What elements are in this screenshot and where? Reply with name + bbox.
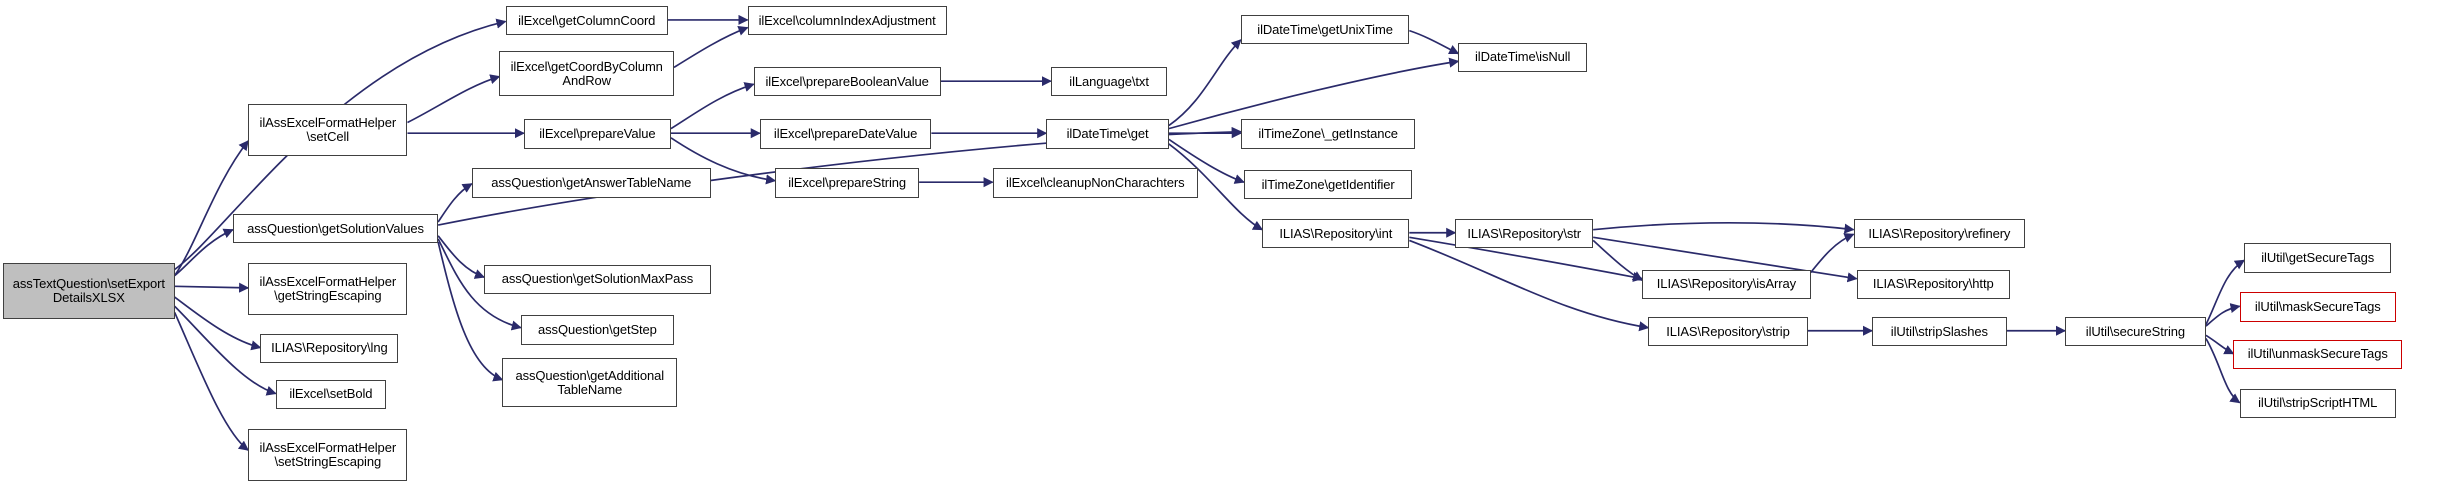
- graph-edge-n0-n3: [174, 282, 250, 293]
- graph-edge-n26-n27: [1592, 239, 1644, 281]
- graph-node-label: ILIAS\Repository\http: [1872, 276, 1994, 292]
- graph-node-label: ilExcel\prepareString: [788, 174, 907, 190]
- graph-node-label: ilTimeZone\_getInstance: [1258, 125, 1398, 141]
- graph-edge-n25-n28: [1409, 239, 1650, 332]
- graph-node-label: ilExcel\prepareDateValue: [773, 125, 918, 141]
- graph-node-n36[interactable]: ilUtil\stripScriptHTML: [2239, 388, 2396, 419]
- graph-node-label: ilAssExcelFormatHelper \setCell: [259, 115, 397, 145]
- graph-node-label: ilExcel\columnIndexAdjustment: [758, 12, 936, 28]
- graph-node-n7[interactable]: ilExcel\getColumnCoord: [505, 6, 668, 36]
- graph-edge-n9-n15: [670, 82, 755, 130]
- graph-node-label: ilDateTime\get: [1066, 125, 1149, 141]
- graph-node-n12[interactable]: assQuestion\getStep: [520, 315, 675, 345]
- graph-node-n32[interactable]: ilUtil\secureString: [2064, 316, 2206, 347]
- graph-node-n5[interactable]: ilExcel\setBold: [275, 379, 387, 409]
- graph-node-label: ilExcel\getCoordByColumn AndRow: [510, 58, 663, 88]
- graph-edge-n0-n1: [173, 140, 249, 277]
- graph-node-n13[interactable]: assQuestion\getAdditional TableName: [502, 358, 678, 408]
- graph-node-n31[interactable]: ilUtil\stripSlashes: [1871, 316, 2007, 347]
- graph-node-n35[interactable]: ilUtil\unmaskSecureTags: [2233, 339, 2402, 370]
- graph-node-label: ILIAS\Repository\isArray: [1656, 276, 1797, 292]
- graph-edge-n2-n11: [437, 235, 486, 279]
- graph-node-label: ilUtil\stripSlashes: [1890, 323, 1988, 339]
- graph-node-label: assQuestion\getAnswerTableName: [491, 174, 692, 190]
- graph-node-label: ilTimeZone\getIdentifier: [1261, 176, 1395, 192]
- graph-node-n17[interactable]: ilExcel\prepareString: [775, 168, 920, 198]
- graph-node-n19[interactable]: ilDateTime\get: [1046, 119, 1169, 149]
- graph-node-n10[interactable]: assQuestion\getAnswerTableName: [471, 168, 711, 198]
- graph-node-n34[interactable]: ilUtil\maskSecureTags: [2239, 292, 2396, 322]
- graph-node-label: ILIAS\Repository\str: [1467, 225, 1582, 241]
- graph-node-label: ilExcel\setBold: [289, 386, 373, 402]
- graph-edge-n2-n10: [437, 183, 473, 223]
- graph-node-n33[interactable]: ilUtil\getSecureTags: [2244, 243, 2392, 273]
- graph-node-n18[interactable]: ilLanguage\txt: [1050, 67, 1168, 97]
- graph-node-n9[interactable]: ilExcel\prepareValue: [523, 119, 671, 149]
- graph-node-label: ILIAS\Repository\refinery: [1868, 225, 2011, 241]
- graph-node-n21[interactable]: ilDateTime\getUnixTime: [1240, 15, 1410, 45]
- graph-node-label: ilAssExcelFormatHelper \getStringEscapin…: [259, 274, 397, 304]
- graph-node-n0[interactable]: assTextQuestion\setExport DetailsXLSX: [3, 263, 175, 319]
- graph-edge-n27-n29: [1810, 233, 1855, 274]
- graph-node-label: assQuestion\getAdditional TableName: [515, 367, 665, 397]
- graph-node-n25[interactable]: ILIAS\Repository\int: [1262, 218, 1410, 249]
- graph-node-n24[interactable]: ilDateTime\isNull: [1458, 42, 1588, 72]
- graph-node-label: ilUtil\getSecureTags: [2261, 250, 2375, 266]
- graph-edge-n21-n24: [1409, 29, 1460, 55]
- graph-node-label: assQuestion\getSolutionValues: [247, 220, 424, 236]
- graph-node-label: ilExcel\prepareBooleanValue: [765, 73, 929, 89]
- graph-node-n16[interactable]: ilExcel\prepareDateValue: [759, 119, 932, 149]
- graph-node-n15[interactable]: ilExcel\prepareBooleanValue: [753, 67, 941, 97]
- graph-node-label: ilAssExcelFormatHelper \setStringEscapin…: [259, 439, 397, 469]
- graph-edge-n2-n13: [437, 241, 504, 382]
- graph-node-n3[interactable]: ilAssExcelFormatHelper \getStringEscapin…: [248, 263, 408, 316]
- graph-node-n1[interactable]: ilAssExcelFormatHelper \setCell: [248, 104, 408, 157]
- graph-node-n28[interactable]: ILIAS\Repository\strip: [1648, 316, 1808, 347]
- graph-edge-n0-n6: [173, 312, 249, 451]
- graph-node-n23[interactable]: ilTimeZone\getIdentifier: [1243, 169, 1413, 200]
- graph-node-n29[interactable]: ILIAS\Repository\refinery: [1853, 218, 2026, 249]
- graph-node-n8[interactable]: ilExcel\getCoordByColumn AndRow: [499, 50, 675, 97]
- graph-node-n11[interactable]: assQuestion\getSolutionMaxPass: [484, 264, 711, 294]
- graph-node-label: assQuestion\getStep: [538, 321, 657, 337]
- graph-node-n22[interactable]: ilTimeZone\_getInstance: [1240, 119, 1416, 149]
- graph-edge-n26-n29: [1593, 221, 1855, 234]
- graph-node-n2[interactable]: assQuestion\getSolutionValues: [232, 214, 439, 244]
- graph-node-label: ILIAS\Repository\int: [1279, 225, 1393, 241]
- graph-node-label: ilUtil\secureString: [2085, 323, 2186, 339]
- graph-node-n26[interactable]: ILIAS\Repository\str: [1455, 218, 1594, 249]
- graph-node-label: ilExcel\prepareValue: [539, 125, 656, 141]
- graph-node-label: ilExcel\getColumnCoord: [518, 12, 656, 28]
- graph-node-n30[interactable]: ILIAS\Repository\http: [1856, 269, 2010, 299]
- graph-edge-n32-n33: [2205, 259, 2246, 326]
- graph-node-label: ILIAS\Repository\strip: [1666, 323, 1790, 339]
- graph-edge-n19-n21: [1168, 39, 1242, 127]
- graph-node-label: ILIAS\Repository\lng: [271, 340, 388, 356]
- graph-edge-n0-n2: [174, 228, 234, 277]
- graph-edge-n32-n34: [2205, 303, 2241, 327]
- graph-node-label: assTextQuestion\setExport DetailsXLSX: [12, 275, 165, 305]
- graph-node-label: ilDateTime\getUnixTime: [1257, 21, 1393, 37]
- graph-edge-n1-n8: [407, 74, 501, 124]
- graph-node-label: ilUtil\unmaskSecureTags: [2247, 346, 2388, 362]
- graph-node-label: ilDateTime\isNull: [1475, 49, 1571, 65]
- graph-node-n14[interactable]: ilExcel\columnIndexAdjustment: [747, 6, 947, 36]
- graph-edge-n32-n35: [2205, 334, 2235, 355]
- graph-node-label: ilExcel\cleanupNonCharachters: [1006, 174, 1185, 190]
- graph-node-label: ilLanguage\txt: [1069, 73, 1149, 89]
- graph-node-label: ilUtil\stripScriptHTML: [2258, 395, 2378, 411]
- graph-edge-n8-n14: [673, 26, 749, 69]
- graph-node-label: ilUtil\maskSecureTags: [2254, 299, 2381, 315]
- graph-node-n6[interactable]: ilAssExcelFormatHelper \setStringEscapin…: [248, 428, 408, 481]
- graph-node-n4[interactable]: ILIAS\Repository\lng: [260, 333, 399, 363]
- graph-node-label: assQuestion\getSolutionMaxPass: [501, 271, 694, 287]
- graph-node-n20[interactable]: ilExcel\cleanupNonCharachters: [992, 168, 1198, 198]
- graph-node-n27[interactable]: ILIAS\Repository\isArray: [1642, 269, 1811, 299]
